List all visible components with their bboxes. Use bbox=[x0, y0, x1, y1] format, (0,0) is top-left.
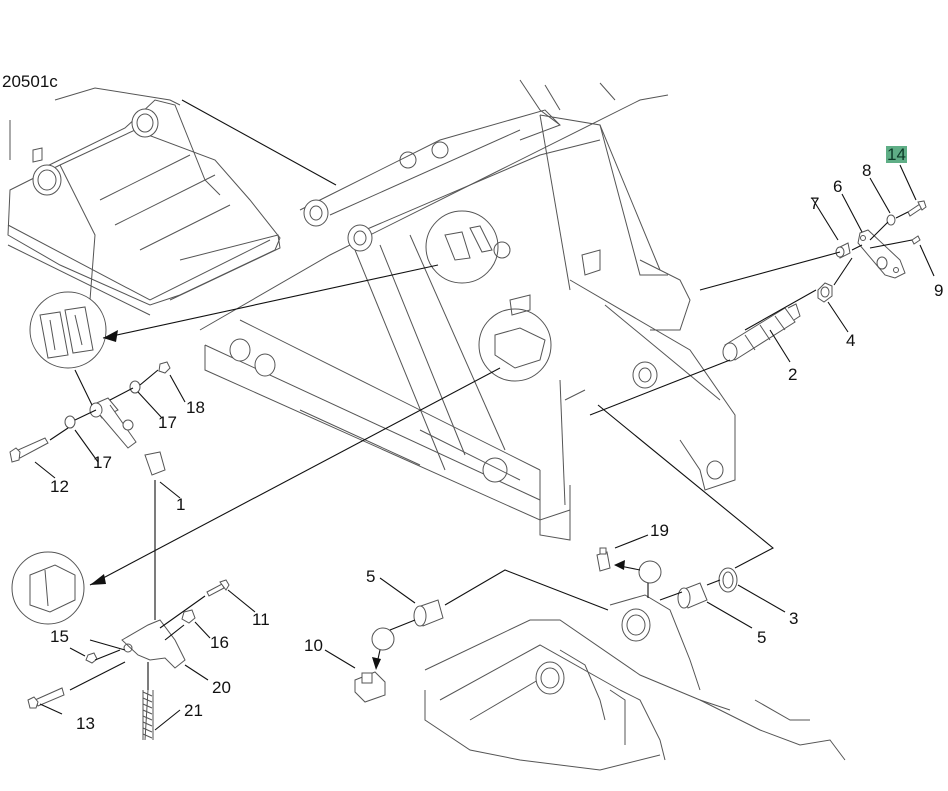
callout-leaders bbox=[34, 164, 935, 731]
callout-12[interactable]: 12 bbox=[50, 477, 69, 496]
callout-11[interactable]: 11 bbox=[252, 610, 270, 629]
part-5-bushing-b bbox=[677, 582, 708, 609]
part-9-grease-fitting bbox=[911, 235, 921, 245]
part-2-pivot-pin bbox=[722, 303, 801, 362]
callout-1[interactable]: 1 bbox=[176, 495, 186, 514]
callout-17-left[interactable]: 17 bbox=[93, 453, 112, 472]
part-13-bolt bbox=[27, 687, 65, 709]
callout-7[interactable]: 7 bbox=[810, 194, 820, 213]
callout-9[interactable]: 9 bbox=[934, 281, 944, 300]
part-20-latch-lever bbox=[121, 619, 186, 669]
part-15-nut bbox=[85, 652, 98, 664]
callout-13[interactable]: 13 bbox=[76, 714, 95, 733]
callout-19[interactable]: 19 bbox=[650, 521, 669, 540]
callout-16[interactable]: 16 bbox=[210, 633, 229, 652]
callout-17-right[interactable]: 17 bbox=[158, 413, 177, 432]
detail-circle-slots bbox=[29, 291, 107, 369]
callout-5-left[interactable]: 5 bbox=[366, 567, 376, 586]
part-1-clevis-rod bbox=[89, 397, 166, 476]
part-8-washer bbox=[886, 214, 896, 226]
part-19-grease-fitting bbox=[596, 547, 611, 572]
part-4-retaining-plate bbox=[817, 282, 833, 303]
detail-circle-upper bbox=[425, 210, 499, 284]
part-18-nut bbox=[158, 361, 171, 374]
part-6-lock-plate bbox=[857, 229, 906, 279]
lower-frame-assembly bbox=[424, 594, 846, 771]
detail-circle-latch bbox=[11, 551, 85, 625]
part-14-bolt bbox=[907, 200, 927, 217]
detail-circle-lower bbox=[478, 308, 552, 382]
callout-8[interactable]: 8 bbox=[862, 161, 872, 180]
main-frame bbox=[199, 79, 736, 541]
callout-6[interactable]: 6 bbox=[833, 177, 843, 196]
callout-2[interactable]: 2 bbox=[788, 365, 798, 384]
callout-4[interactable]: 4 bbox=[846, 331, 856, 350]
callout-15[interactable]: 15 bbox=[50, 627, 69, 646]
part-10-grease-fitting bbox=[354, 671, 386, 703]
callout-20[interactable]: 20 bbox=[212, 678, 231, 697]
part-7-spacer bbox=[835, 242, 851, 259]
left-frame-assembly bbox=[7, 87, 281, 316]
figure-id: 20501c bbox=[2, 72, 58, 91]
leader-lines bbox=[49, 99, 913, 691]
part-12-bolt bbox=[9, 437, 49, 463]
part-17-washer-a bbox=[64, 415, 76, 429]
callout-5-right[interactable]: 5 bbox=[757, 628, 767, 647]
part-21-spring bbox=[142, 689, 154, 741]
callout-3[interactable]: 3 bbox=[789, 609, 799, 628]
part-11-bolt bbox=[206, 579, 230, 597]
part-17-washer-b bbox=[129, 380, 141, 394]
callout-14-highlighted[interactable]: 14 bbox=[886, 145, 907, 164]
callout-18[interactable]: 18 bbox=[186, 398, 205, 417]
callout-21[interactable]: 21 bbox=[184, 701, 203, 720]
callout-10[interactable]: 10 bbox=[304, 636, 323, 655]
part-5-bushing-a bbox=[413, 599, 444, 627]
part-16-nut bbox=[181, 609, 196, 624]
